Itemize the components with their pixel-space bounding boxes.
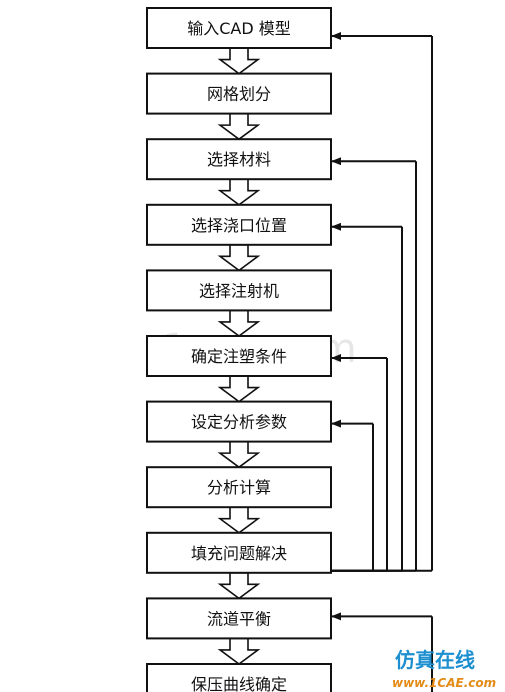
step-label: 分析计算: [207, 478, 271, 497]
step-box-rect: [146, 335, 332, 377]
flow-arrows: [217, 47, 261, 665]
down-arrow: [217, 440, 261, 469]
step-box-rect: [146, 400, 332, 443]
site-watermark: 仿真在线 www.1CAE.com: [392, 648, 496, 690]
watermark-cn: 仿真在线: [395, 648, 475, 672]
process-boxes: 输入CAD 模型网格划分选择材料选择浇口位置选择注射机确定注塑条件设定分析参数分…: [146, 7, 332, 692]
step-box-rect: [146, 7, 332, 49]
step-box: 输入CAD 模型: [146, 7, 332, 49]
step-box-rect: [146, 138, 332, 181]
step-box: 保压曲线确定: [146, 663, 332, 692]
down-arrow: [217, 309, 261, 337]
step-box: 分析计算: [146, 466, 332, 509]
step-box: 选择浇口位置: [146, 203, 332, 246]
step-label: 设定分析参数: [191, 413, 287, 432]
step-box: 选择材料: [146, 138, 332, 181]
step-label: 流道平衡: [207, 609, 271, 628]
step-box: 设定分析参数: [146, 400, 332, 443]
step-label: 选择浇口位置: [191, 216, 287, 235]
step-box: 填充问题解决: [146, 531, 332, 574]
step-box: 流道平衡: [146, 597, 332, 640]
down-arrow: [217, 47, 261, 75]
down-arrow: [217, 244, 261, 272]
down-arrow: [217, 637, 261, 665]
feedback-loop: [331, 419, 374, 572]
down-arrow: [217, 375, 261, 403]
feedback-loop: [331, 354, 388, 572]
step-box-rect: [146, 269, 332, 312]
step-box: 选择注射机: [146, 269, 332, 312]
step-label: 保压曲线确定: [191, 675, 287, 692]
feedback-lines: [331, 32, 433, 692]
watermark-en: www.1CAE.com: [392, 676, 496, 690]
down-arrow: [217, 572, 261, 600]
step-label: 填充问题解决: [191, 544, 287, 563]
step-label: 输入CAD 模型: [187, 19, 291, 38]
feedback-loop: [331, 222, 403, 572]
down-arrow: [217, 112, 261, 141]
feedback-loop: [331, 612, 433, 692]
step-box-rect: [146, 466, 332, 509]
step-label: 网格划分: [207, 85, 271, 104]
down-arrow: [217, 506, 261, 534]
step-box-rect: [146, 203, 332, 246]
step-box-rect: [146, 72, 332, 115]
step-box-rect: [146, 597, 332, 640]
step-label: 选择注射机: [199, 281, 279, 300]
step-box-rect: [146, 531, 332, 574]
step-label: 选择材料: [207, 150, 271, 169]
down-arrow: [217, 178, 261, 206]
step-box: 确定注塑条件: [146, 335, 332, 377]
step-box: 网格划分: [146, 72, 332, 115]
step-box-rect: [146, 663, 332, 692]
step-label: 确定注塑条件: [191, 347, 287, 366]
